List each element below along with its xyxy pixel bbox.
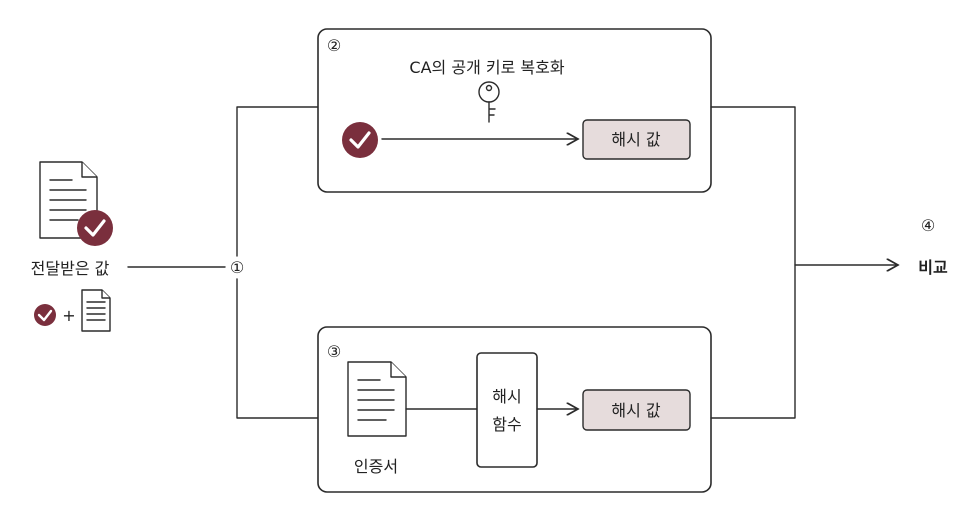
certificate-label: 인증서 [354, 457, 398, 476]
check-badge-icon [77, 210, 113, 246]
check-badge-icon-top [342, 122, 378, 158]
key-icon [478, 81, 500, 123]
hash-value-box-top [582, 119, 691, 160]
hash-function-box [476, 352, 538, 468]
small-check-badge-icon [34, 304, 56, 326]
hash-function-label-line2: 함수 [492, 415, 521, 434]
step1-marker: ① [230, 258, 244, 277]
plus-sign: + [62, 306, 75, 325]
step2-marker: ② [327, 36, 341, 55]
branch-bottom-line [236, 278, 319, 419]
small-document-icon [81, 289, 111, 332]
hash-value-top-label: 해시 값 [611, 130, 661, 149]
step3-marker: ③ [327, 342, 341, 361]
hash-function-label-line1: 해시 [492, 387, 521, 406]
compare-label: 비교 [918, 258, 948, 277]
received-value-label: 전달받은 값 [31, 259, 110, 278]
certificate-document-icon [347, 361, 407, 437]
ca-public-key-label: CA의 공개 키로 복호화 [409, 58, 564, 77]
decrypt-panel [317, 28, 712, 193]
hash-value-box-bottom [582, 389, 691, 431]
hash-value-bottom-label: 해시 값 [611, 401, 661, 420]
merge-top-line [710, 106, 796, 419]
branch-top-line [236, 106, 319, 257]
step4-marker: ④ [921, 216, 935, 235]
